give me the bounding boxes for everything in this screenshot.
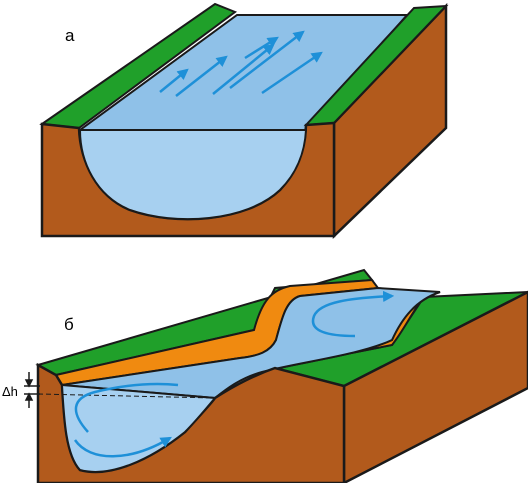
flow-arrow (159, 68, 189, 93)
label-b: б (64, 315, 74, 334)
flow-arrow (229, 30, 305, 89)
circulation-arrow-cross-section-bottom (73, 436, 172, 458)
meandering-channel-block (24, 268, 528, 483)
flow-arrows-a (159, 30, 323, 97)
water-cross-section-b (60, 383, 217, 473)
label-delta-h: Δh (2, 384, 18, 399)
flow-arrow (212, 43, 275, 95)
straight-channel-block (39, 2, 449, 239)
flow-arrow (261, 51, 323, 95)
label-a: а (65, 26, 75, 45)
delta-h-marker (24, 372, 40, 408)
flow-arrow (244, 36, 279, 60)
water-cross-section-a (78, 129, 308, 221)
circulation-arrow-cross-section (74, 382, 179, 433)
circulation-arrow-meander (311, 290, 395, 338)
reference-level-dashed-line (37, 393, 216, 399)
flow-arrow (175, 55, 228, 97)
